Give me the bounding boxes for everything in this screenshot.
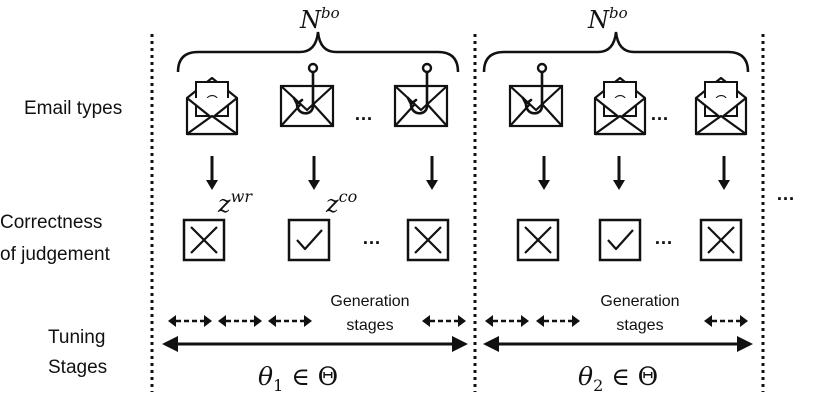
generation-step-arrow <box>266 313 314 329</box>
phishing-envelope-icon <box>393 62 449 128</box>
brace-label: Nbo <box>299 4 340 34</box>
row-label-tuning: Tuning <box>48 327 105 348</box>
down-arrow-icon <box>306 154 322 192</box>
generation-step-arrow <box>216 313 264 329</box>
judgement-ellipsis: … <box>654 228 673 249</box>
trailing-ellipsis: … <box>776 184 795 205</box>
tuning-stage-arrow <box>162 336 468 352</box>
theta2-label: θ2 ∈ Θ <box>578 362 658 395</box>
email-ellipsis: … <box>354 104 373 125</box>
generation-stages-label: stages <box>616 317 663 334</box>
generation-step-arrow <box>702 313 750 329</box>
open-envelope-at-icon <box>694 76 748 136</box>
row-label-email-types: Email types <box>24 98 122 119</box>
generation-stages-label: Generation <box>330 293 409 310</box>
correct-judgement-icon <box>598 218 642 262</box>
correct-judgement-icon <box>287 218 331 262</box>
theta1-label: θ1 ∈ Θ <box>258 362 338 395</box>
curly-brace <box>482 31 750 73</box>
tuning-stage-arrow <box>483 336 753 352</box>
z-correct-label: zco <box>325 187 357 218</box>
phishing-envelope-icon <box>508 62 564 128</box>
email-ellipsis: … <box>650 104 669 125</box>
open-envelope-at-icon <box>593 76 647 136</box>
generation-step-arrow <box>420 313 468 329</box>
row-label-judgement: of judgement <box>0 244 111 265</box>
open-envelope-at-icon <box>185 76 239 136</box>
z-wrong-label: zwr <box>217 187 253 218</box>
down-arrow-icon <box>611 154 627 192</box>
judgement-ellipsis: … <box>362 228 381 249</box>
generation-step-arrow <box>483 313 531 329</box>
wrong-judgement-icon <box>516 218 560 262</box>
down-arrow-icon <box>716 154 732 192</box>
generation-step-arrow <box>534 313 582 329</box>
phishing-envelope-icon <box>279 62 335 128</box>
generation-stages-label: stages <box>346 317 393 334</box>
down-arrow-icon <box>424 154 440 192</box>
generation-step-arrow <box>166 313 214 329</box>
row-label-stages: Stages <box>48 357 107 378</box>
generation-stages-label: Generation <box>600 293 679 310</box>
wrong-judgement-icon <box>406 218 450 262</box>
row-label-correctness: Correctness <box>0 212 102 233</box>
wrong-judgement-icon <box>182 218 226 262</box>
brace-label: Nbo <box>587 4 628 34</box>
down-arrow-icon <box>204 154 220 192</box>
curly-brace <box>176 31 460 73</box>
wrong-judgement-icon <box>699 218 743 262</box>
down-arrow-icon <box>536 154 552 192</box>
